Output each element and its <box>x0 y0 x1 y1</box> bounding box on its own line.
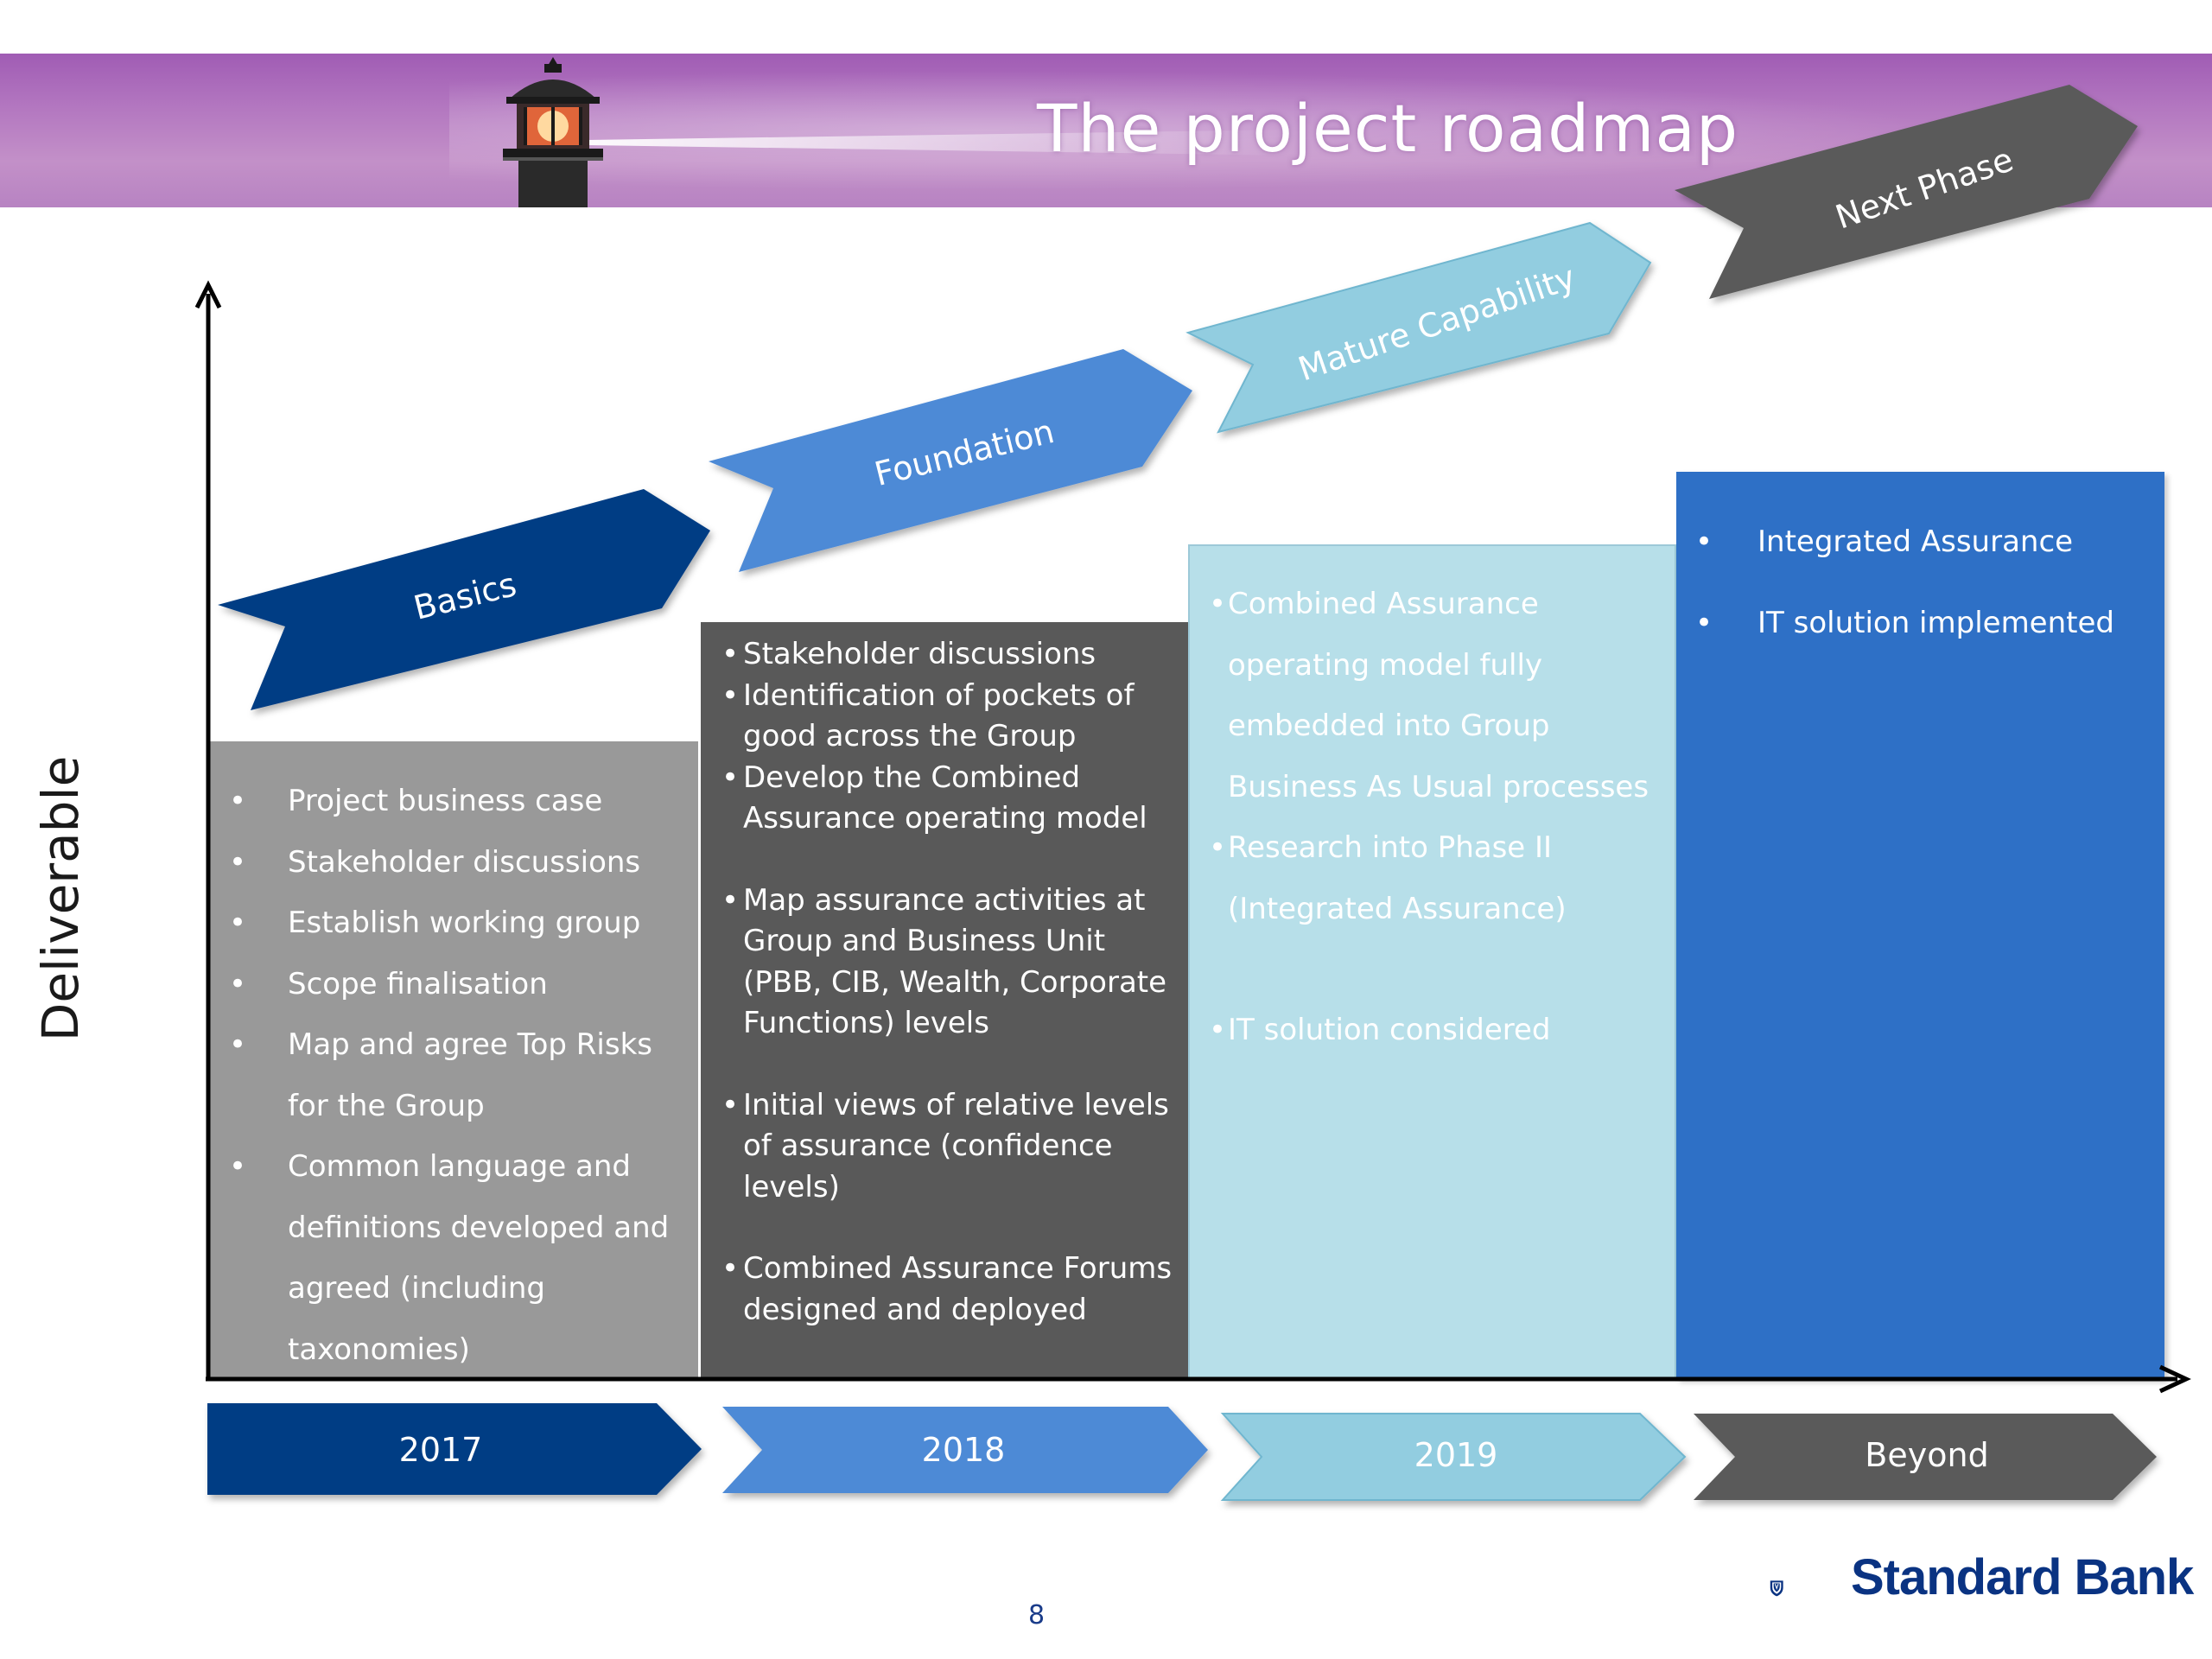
y-axis-arrowhead <box>194 280 222 309</box>
bullet-dot-icon: • <box>721 677 740 713</box>
mature-bullet-text: Research into Phase II (Integrated Assur… <box>1228 830 1567 926</box>
timeline-label-2018: 2018 <box>921 1431 1006 1469</box>
timeline-label-beyond: Beyond <box>1865 1436 1989 1474</box>
phase-arrow-basics <box>218 489 710 710</box>
mature-bullet-text: Combined Assurance operating model fully… <box>1228 587 1649 804</box>
bullet-dot-icon: • <box>1209 587 1227 621</box>
foundation-bullet-item: •Identification of pockets of good acros… <box>721 676 1190 758</box>
timeline-arrow-2019 <box>1220 1413 1687 1501</box>
timeline-arrow-2018 <box>722 1407 1208 1493</box>
foundation-bullet-list: •Stakeholder discussions•Identification … <box>721 634 1190 1331</box>
bullet-dot-icon: • <box>229 784 247 818</box>
basics-bullet-item: • Common language and definitions develop… <box>229 1136 698 1380</box>
timeline-arrows <box>207 1403 2157 1501</box>
next-phase-deliverables-column: • Integrated Assurance • IT solution implem… <box>1676 472 2164 1379</box>
basics-bullet-item: • Project business case <box>229 771 698 832</box>
bullet-dot-icon: • <box>229 1027 247 1062</box>
foundation-bullet-item: •Initial views of relative levels of ass… <box>721 1085 1190 1209</box>
foundation-bullet-item: •Map assurance activities at Group and B… <box>721 880 1190 1045</box>
lighthouse-icon <box>503 57 603 207</box>
next-bullet-item: • Integrated Assurance <box>1695 522 2164 563</box>
mature-bullet-text: IT solution considered <box>1228 1013 1551 1047</box>
basics-bullet-item: • Stakeholder discussions <box>229 832 698 893</box>
basics-deliverables-column: • Project business case • Stakeholder discu… <box>210 741 698 1378</box>
foundation-bullet-item: •Combined Assurance Forums designed and … <box>721 1249 1190 1331</box>
basics-bullet-text: Stakeholder discussions <box>288 844 641 880</box>
bullet-dot-icon: • <box>1695 524 1713 559</box>
next-bullet-list: • Integrated Assurance • IT solution implem… <box>1695 522 2164 644</box>
foundation-bullet-text: Map assurance activities at Group and Bu… <box>743 882 1167 1041</box>
bullet-dot-icon: • <box>229 844 247 880</box>
bullet-dot-icon: • <box>721 882 740 918</box>
bullet-dot-icon: • <box>229 906 247 940</box>
foundation-bullet-text: Develop the Combined Assurance operating… <box>743 760 1147 836</box>
foundation-deliverables-column: •Stakeholder discussions•Identification … <box>701 622 1190 1379</box>
x-axis-arrowhead <box>2158 1364 2191 1394</box>
next-bullet-text: IT solution implemented <box>1758 606 2114 640</box>
mature-bullet-item: •IT solution considered <box>1209 1000 1675 1061</box>
phase-arrows <box>218 85 2138 710</box>
phase-arrow-mature-capability <box>1185 221 1652 434</box>
basics-bullet-text: Scope finalisation <box>288 966 548 1001</box>
brand-name: Standard Bank <box>1851 1549 2194 1605</box>
timeline-label-2017: 2017 <box>398 1431 483 1469</box>
mature-deliverables-column: •Combined Assurance operating model full… <box>1188 544 1676 1379</box>
basics-bullet-text: Map and agree Top Risks for the Group <box>288 1027 652 1123</box>
foundation-bullet-text: Identification of pockets of good across… <box>743 677 1135 754</box>
basics-bullet-list: • Project business case • Stakeholder discu… <box>229 771 698 1380</box>
basics-bullet-item: • Scope finalisation <box>229 954 698 1015</box>
basics-bullet-text: Common language and definitions develope… <box>288 1149 670 1367</box>
bullet-dot-icon: • <box>1209 1013 1227 1047</box>
foundation-bullet-text: Combined Assurance Forums designed and d… <box>743 1251 1173 1327</box>
phase-arrow-foundation <box>709 349 1192 572</box>
bullet-dot-icon: • <box>229 1149 247 1184</box>
mature-bullet-item: •Combined Assurance operating model full… <box>1209 574 1675 817</box>
basics-bullet-item: • Establish working group <box>229 893 698 954</box>
mature-bullet-item: •Research into Phase II (Integrated Assu… <box>1209 817 1675 939</box>
basics-bullet-text: Establish working group <box>288 906 641 940</box>
next-bullet-text: Integrated Assurance <box>1758 524 2074 559</box>
bullet-dot-icon: • <box>721 637 740 671</box>
basics-bullet-text: Project business case <box>288 784 603 818</box>
basics-bullet-item: • Map and agree Top Risks for the Group <box>229 1014 698 1136</box>
bullet-dot-icon: • <box>1209 830 1227 865</box>
foundation-bullet-item: •Develop the Combined Assurance operatin… <box>721 758 1190 840</box>
mature-bullet-list: •Combined Assurance operating model full… <box>1209 574 1675 1061</box>
bullet-dot-icon: • <box>721 1087 740 1122</box>
phase-arrow-next-phase <box>1675 85 2138 299</box>
foundation-bullet-text: Initial views of relative levels of assu… <box>743 1087 1169 1205</box>
bullet-dot-icon: • <box>721 1251 740 1286</box>
next-bullet-item: • IT solution implemented <box>1695 603 2164 644</box>
bullet-dot-icon: • <box>1695 606 1713 640</box>
timeline-label-2019: 2019 <box>1414 1436 1498 1474</box>
bullet-dot-icon: • <box>229 966 247 1001</box>
standard-bank-shield-icon <box>1770 1580 1783 1597</box>
timeline-arrow-2017 <box>207 1403 702 1495</box>
bullet-dot-icon: • <box>721 760 740 795</box>
foundation-bullet-item: •Stakeholder discussions <box>721 634 1190 676</box>
page-title: The project roadmap <box>1037 90 1739 167</box>
foundation-bullet-text: Stakeholder discussions <box>743 637 1096 671</box>
timeline-arrow-beyond <box>1694 1414 2157 1500</box>
page-number: 8 <box>1028 1600 1046 1630</box>
